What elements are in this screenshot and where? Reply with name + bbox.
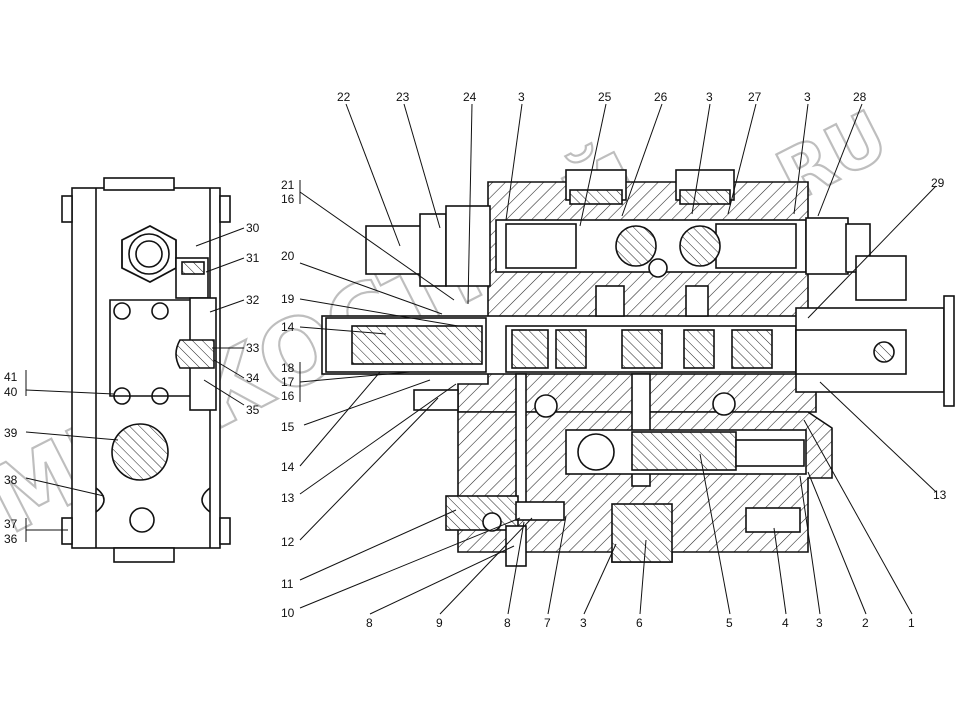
callout-32: 32: [246, 293, 260, 307]
callout-8-b: 8: [504, 616, 511, 630]
callout-16-b: 16: [281, 389, 295, 403]
callout-34: 34: [246, 371, 260, 385]
callouts-main-left: 21 16 20 19 14 18 17 16 15 14 13 12 11 1…: [281, 178, 295, 620]
callouts-left-view: 30 31 32 33 34 35 41 40 39 38 37 36: [4, 221, 260, 546]
callout-3-top-c: 3: [804, 90, 811, 104]
callouts-top: 22 23 24 3 25 26 3 27 3 28: [337, 90, 867, 104]
callout-13-a: 13: [281, 491, 295, 505]
callout-21: 21: [281, 178, 295, 192]
callout-35: 35: [246, 403, 260, 417]
callouts-main-right: 29 13: [931, 176, 947, 502]
callout-41: 41: [4, 370, 18, 384]
callout-38: 38: [4, 473, 18, 487]
callout-39: 39: [4, 426, 18, 440]
callout-9: 9: [436, 616, 443, 630]
callout-12: 12: [281, 535, 295, 549]
callout-15: 15: [281, 420, 295, 434]
callout-16-a: 16: [281, 192, 295, 206]
callout-17: 17: [281, 375, 295, 389]
callout-37: 37: [4, 517, 18, 531]
callout-30: 30: [246, 221, 260, 235]
callout-8-a: 8: [366, 616, 373, 630]
callouts-bottom: 8 9 8 7 3 6 5 4 3 2 1: [366, 616, 915, 630]
callout-36: 36: [4, 532, 18, 546]
callout-3-bottom-b: 3: [816, 616, 823, 630]
callout-40: 40: [4, 385, 18, 399]
callout-3-top-a: 3: [518, 90, 525, 104]
callout-33: 33: [246, 341, 260, 355]
callout-25: 25: [598, 90, 612, 104]
callout-6: 6: [636, 616, 643, 630]
callout-22: 22: [337, 90, 351, 104]
callout-29: 29: [931, 176, 945, 190]
callout-3-top-b: 3: [706, 90, 713, 104]
callout-2: 2: [862, 616, 869, 630]
callout-28: 28: [853, 90, 867, 104]
callout-19: 19: [281, 292, 295, 306]
callout-24: 24: [463, 90, 477, 104]
side-view-drawing: [61, 177, 231, 563]
callout-27: 27: [748, 90, 762, 104]
callout-20: 20: [281, 249, 295, 263]
main-section-drawing: [321, 169, 955, 567]
callout-14-b: 14: [281, 460, 295, 474]
callout-3-bottom-a: 3: [580, 616, 587, 630]
callout-26: 26: [654, 90, 668, 104]
callout-23: 23: [396, 90, 410, 104]
callout-5: 5: [726, 616, 733, 630]
callout-18: 18: [281, 361, 295, 375]
callout-7: 7: [544, 616, 551, 630]
callout-11: 11: [281, 577, 294, 591]
callout-31: 31: [246, 251, 260, 265]
callout-14-a: 14: [281, 320, 295, 334]
leader-lines: [25, 103, 937, 615]
callout-10: 10: [281, 606, 295, 620]
callout-1: 1: [908, 616, 915, 630]
callout-4: 4: [782, 616, 789, 630]
callout-13-b: 13: [933, 488, 947, 502]
